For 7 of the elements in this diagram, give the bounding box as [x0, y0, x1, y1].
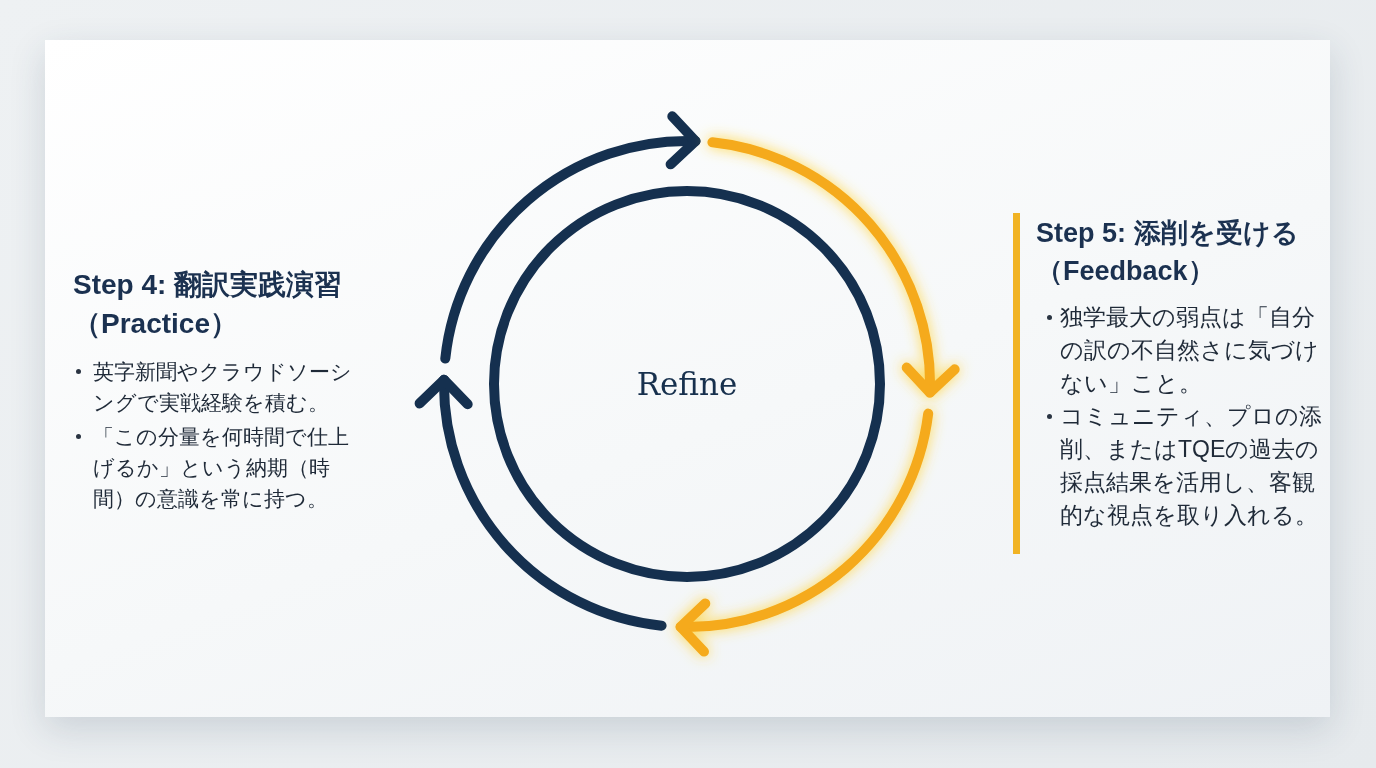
bullet-text: コミュニティ、プロの添削、またはTQEの過去の採点結果を活用し、客観的な視点を取り入れる。	[1060, 402, 1322, 530]
bullet-text: 英字新聞やクラウドソーシングで実戦経験を積む。	[93, 359, 353, 416]
step-heading: Step 5: 添削を受ける（Feedback）	[1036, 217, 1300, 288]
bullet-text: 「この分量を何時間で仕上げるか」という納期（時間）の意識を常に持つ。	[93, 424, 350, 512]
center-circle: Refine	[489, 186, 885, 582]
step-heading: Step 4: 翻訳実践演習（Practice）	[73, 268, 344, 341]
bullet-text: 独学最大の弱点は「自分の訳の不自然さに気づけない」こと。	[1060, 303, 1320, 398]
